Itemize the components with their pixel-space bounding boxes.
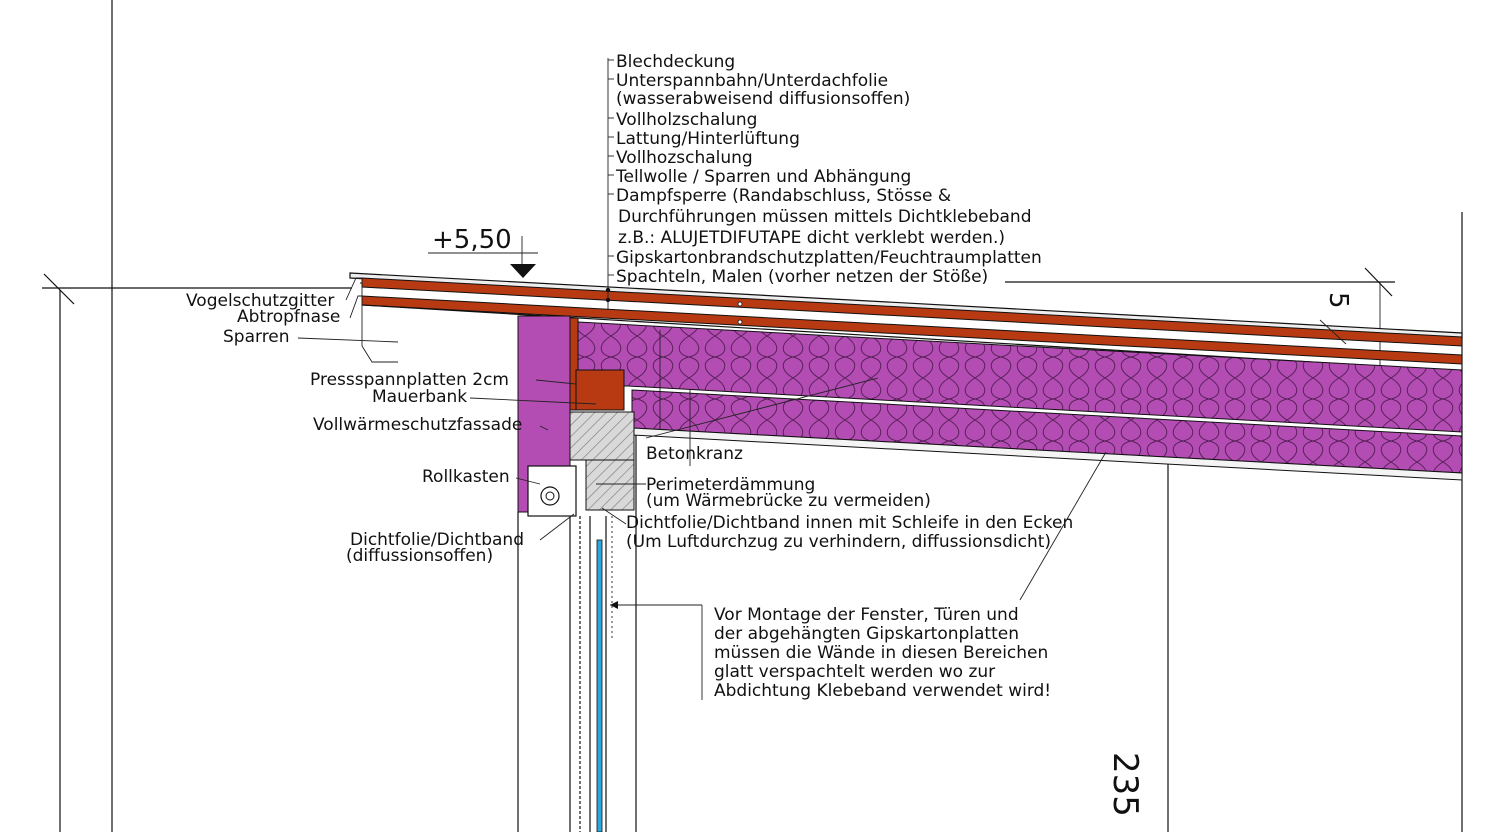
level-marker: +5,50 bbox=[428, 225, 538, 278]
window-glass bbox=[596, 539, 603, 832]
label-perimeterdaemmung: Perimeterdämmung bbox=[646, 475, 815, 495]
label-rollkasten: Rollkasten bbox=[422, 467, 510, 487]
roof-buildup bbox=[349, 272, 1463, 481]
concrete-ring-beam bbox=[569, 411, 635, 461]
label-dichtfolie-aussen: Dichtfolie/Dichtband bbox=[350, 530, 524, 550]
label-abtropfnase: Abtropfnase bbox=[237, 307, 340, 327]
label-mauerbank: Mauerbank bbox=[372, 387, 467, 407]
note-line: müssen die Wände in diesen Bereichen bbox=[714, 643, 1048, 663]
note-block: Vor Montage der Fenster, Türen und der a… bbox=[610, 451, 1107, 701]
note-line: der abgehängten Gipskartonplatten bbox=[714, 624, 1019, 644]
note-line: glatt verspachtelt werden wo zur bbox=[714, 662, 995, 682]
dimension-bottom-right: 235 bbox=[1105, 752, 1145, 817]
wall-components bbox=[517, 315, 635, 832]
left-labels: Vogelschutzgitter Abtropfnase Sparren Pr… bbox=[186, 277, 597, 566]
label-dichtfolie-aussen-2: (diffussionsoffen) bbox=[346, 546, 493, 566]
label-sparren: Sparren bbox=[223, 327, 290, 347]
layer-label: Blechdeckung bbox=[616, 52, 735, 72]
layer-label: Dampfsperre (Randabschluss, Stösse & bbox=[616, 186, 951, 206]
outline-lines bbox=[42, 0, 1463, 832]
note-line: Vor Montage der Fenster, Türen und bbox=[714, 605, 1019, 625]
label-betonkranz: Betonkranz bbox=[646, 444, 743, 464]
layer-label: z.B.: ALUJETDIFUTAPE dicht verklebt werd… bbox=[618, 228, 1005, 248]
label-pressspannplatten: Pressspannplatten 2cm bbox=[310, 370, 509, 390]
layer-label: Gipskartonbrandschutzplatten/Feuchtraump… bbox=[616, 248, 1042, 268]
layer-label: Vollholzschalung bbox=[616, 110, 757, 130]
layer-label: Lattung/Hinterlüftung bbox=[616, 129, 800, 149]
wall-plate bbox=[569, 317, 579, 411]
label-vogelschutzgitter: Vogelschutzgitter bbox=[186, 291, 334, 311]
label-vollwaermeschutzfassade: Vollwärmeschutzfassade bbox=[313, 415, 522, 435]
layer-label: Vollhozschalung bbox=[616, 148, 753, 168]
layer-label: Unterspannbahn/Unterdachfolie bbox=[616, 71, 888, 91]
shutter-roll-icon bbox=[540, 486, 560, 506]
note-line: Abdichtung Klebeband verwendet wird! bbox=[714, 681, 1051, 701]
layer-label: Tellwolle / Sparren und Abhängung bbox=[615, 167, 911, 187]
layer-label: (wasserabweisend diffusionsoffen) bbox=[616, 89, 910, 109]
layer-labels: Blechdeckung Unterspannbahn/Unterdachfol… bbox=[608, 52, 1042, 287]
layer-label: Durchführungen müssen mittels Dichtklebe… bbox=[618, 207, 1032, 227]
label-dichtfolie-innen: Dichtfolie/Dichtband innen mit Schleife … bbox=[626, 513, 1073, 533]
level-label: +5,50 bbox=[432, 225, 512, 255]
label-dichtfolie-innen-2: (Um Luftdurchzug zu verhindern, diffussi… bbox=[626, 532, 1051, 552]
center-labels: Betonkranz Perimeterdämmung (um Wärmebrü… bbox=[596, 377, 1073, 552]
dimensions: 5 235 bbox=[1105, 292, 1353, 817]
dimension-top-right: 5 bbox=[1323, 292, 1353, 309]
layer-label: Spachteln, Malen (vorher netzen der Stöß… bbox=[616, 267, 988, 287]
label-perimeterdaemmung-2: (um Wärmebrücke zu vermeiden) bbox=[646, 491, 931, 511]
layer-leader bbox=[605, 58, 743, 466]
